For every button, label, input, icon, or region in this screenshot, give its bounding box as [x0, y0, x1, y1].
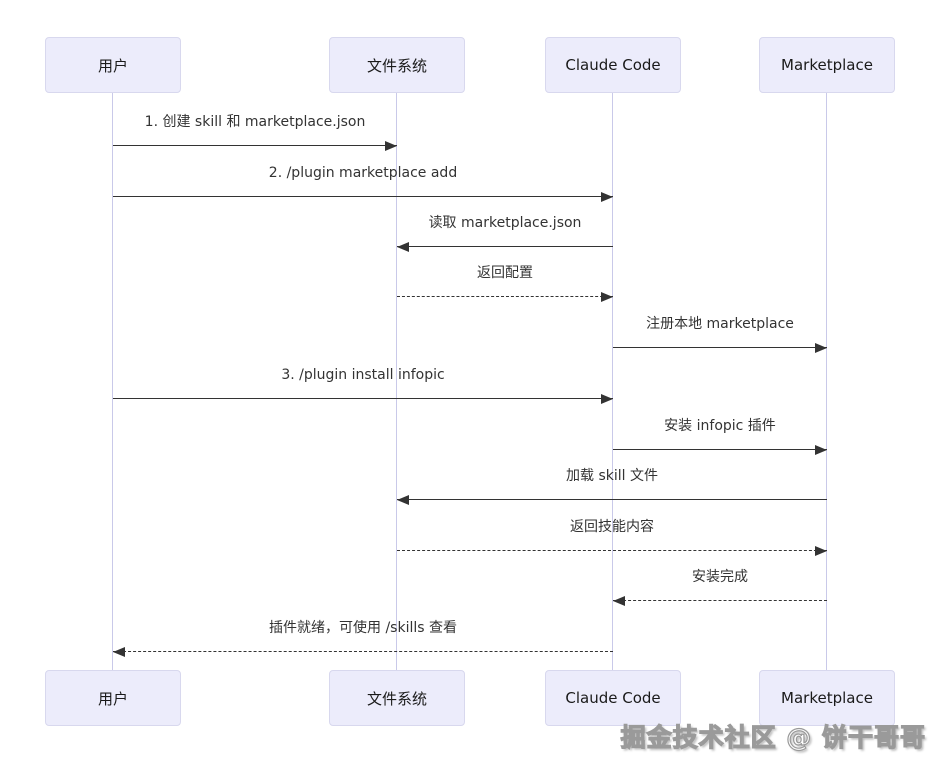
message-1-label: 1. 创建 skill 和 marketplace.json	[144, 114, 366, 130]
watermark: 掘金技术社区 @ 饼干哥哥	[620, 722, 926, 752]
actor-top-filesystem: 文件系统	[329, 37, 465, 93]
message-2-label: 2. /plugin marketplace add	[268, 165, 458, 181]
arrowhead-right-icon	[815, 546, 827, 556]
arrowhead-left-icon	[613, 596, 625, 606]
message-10-label: 安装完成	[692, 569, 748, 585]
message-10-line	[613, 600, 827, 601]
lifeline-filesystem	[396, 93, 397, 671]
message-8-line	[397, 499, 827, 500]
message-5-line	[613, 347, 827, 348]
message-3-line	[397, 246, 613, 247]
message-11-line	[113, 651, 613, 652]
message-9-line	[397, 550, 827, 551]
lifeline-user	[112, 93, 113, 671]
arrowhead-right-icon	[815, 343, 827, 353]
arrowhead-right-icon	[601, 192, 613, 202]
lifeline-marketplace	[826, 93, 827, 671]
actor-bottom-filesystem: 文件系统	[329, 670, 465, 726]
message-7-line	[613, 449, 827, 450]
lifeline-claude-code	[612, 93, 613, 671]
actor-bottom-claude-code: Claude Code	[545, 670, 681, 726]
message-7-label: 安装 infopic 插件	[664, 418, 776, 434]
message-6-label: 3. /plugin install infopic	[281, 367, 445, 383]
arrowhead-left-icon	[397, 242, 409, 252]
actor-top-marketplace: Marketplace	[759, 37, 895, 93]
message-6-line	[113, 398, 613, 399]
message-8-label: 加载 skill 文件	[566, 468, 658, 484]
message-4-line	[397, 296, 613, 297]
message-4-label: 返回配置	[477, 265, 533, 281]
message-3-label: 读取 marketplace.json	[428, 215, 582, 231]
arrowhead-right-icon	[601, 394, 613, 404]
arrowhead-right-icon	[601, 292, 613, 302]
message-9-label: 返回技能内容	[570, 519, 654, 535]
message-11-label: 插件就绪，可使用 /skills 查看	[269, 620, 457, 636]
message-1-line	[113, 145, 397, 146]
arrowhead-left-icon	[113, 647, 125, 657]
arrowhead-right-icon	[385, 141, 397, 151]
actor-bottom-marketplace: Marketplace	[759, 670, 895, 726]
actor-bottom-user: 用户	[45, 670, 181, 726]
message-2-line	[113, 196, 613, 197]
arrowhead-right-icon	[815, 445, 827, 455]
actor-top-user: 用户	[45, 37, 181, 93]
arrowhead-left-icon	[397, 495, 409, 505]
actor-top-claude-code: Claude Code	[545, 37, 681, 93]
message-5-label: 注册本地 marketplace	[646, 316, 794, 332]
